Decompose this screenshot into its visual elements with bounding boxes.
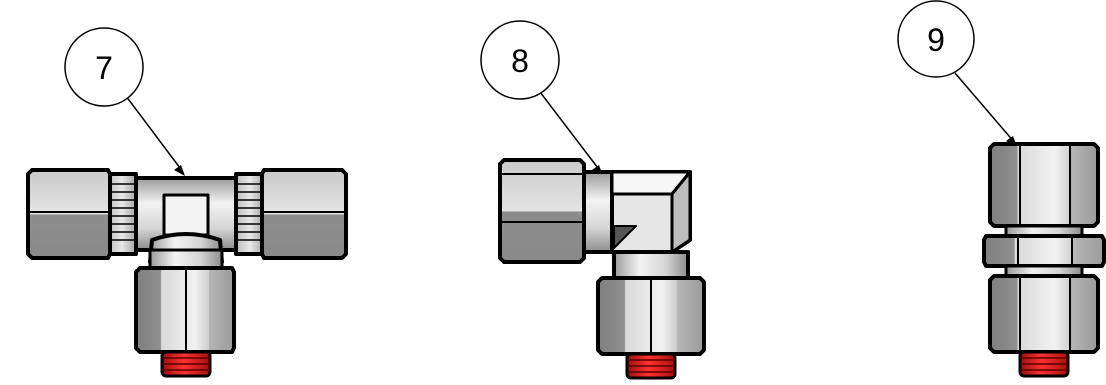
elbow-fitting bbox=[498, 158, 706, 380]
callout-circle-9 bbox=[897, 0, 975, 78]
bulkhead-jam-nut bbox=[982, 234, 1106, 268]
elbow-bottom-nut bbox=[596, 276, 706, 356]
leader-line-7 bbox=[125, 95, 184, 173]
elbow-body bbox=[610, 170, 692, 254]
tee-red-cap bbox=[160, 350, 212, 378]
tee-right-nut bbox=[260, 168, 348, 260]
callout-number-9: 9 bbox=[927, 22, 945, 58]
leader-line-9 bbox=[954, 72, 1016, 144]
tee-bottom-nut bbox=[134, 266, 236, 354]
bulkhead-red-cap bbox=[1018, 350, 1070, 378]
bulkhead-upper-nut bbox=[988, 142, 1100, 228]
tee-left-nut bbox=[26, 168, 112, 260]
elbow-lower-collar bbox=[612, 250, 690, 280]
bulkhead-fitting bbox=[982, 142, 1106, 378]
callout-circle-8 bbox=[480, 20, 560, 100]
tee-branch-face bbox=[162, 193, 210, 237]
elbow-red-cap bbox=[625, 352, 677, 380]
callout-number-8: 8 bbox=[511, 43, 529, 79]
callout-7: 7 bbox=[64, 27, 185, 176]
leader-line-8 bbox=[539, 91, 602, 173]
bulkhead-lower-nut bbox=[988, 274, 1100, 354]
callout-number-7: 7 bbox=[95, 50, 113, 86]
callout-circle-7 bbox=[64, 27, 144, 107]
tee-fitting bbox=[26, 168, 348, 378]
tee-left-thread bbox=[106, 172, 138, 256]
leader-arrow-7 bbox=[174, 165, 185, 176]
elbow-left-nut bbox=[498, 158, 586, 264]
callout-8: 8 bbox=[480, 20, 603, 176]
callout-9: 9 bbox=[897, 0, 1017, 147]
tee-branch-collar bbox=[148, 248, 224, 270]
tee-right-thread bbox=[234, 172, 266, 256]
